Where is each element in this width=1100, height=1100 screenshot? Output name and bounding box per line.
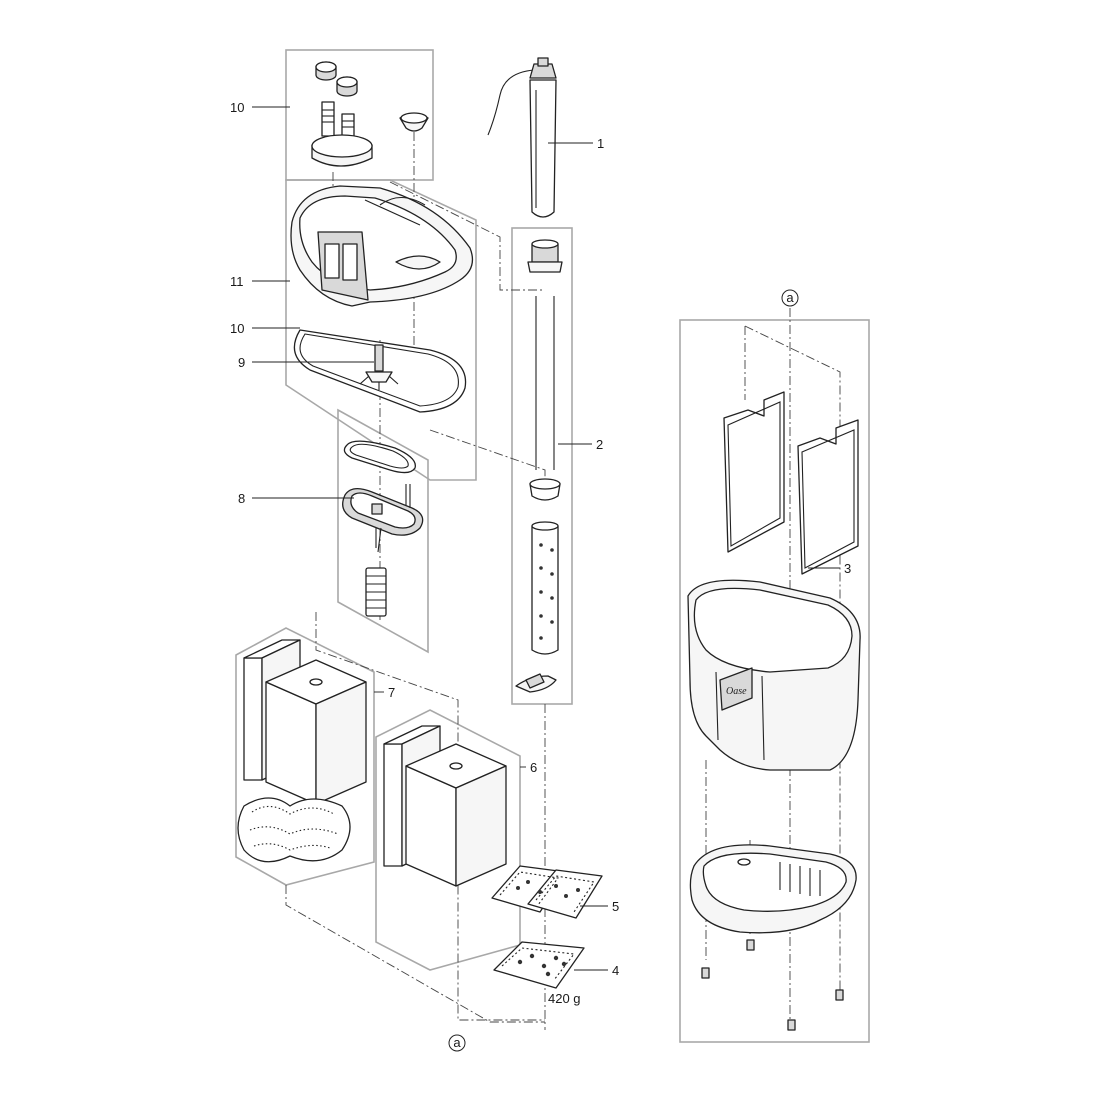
callout-7: 7 bbox=[388, 685, 395, 700]
heater-part bbox=[487, 57, 557, 218]
callout-2: 2 bbox=[596, 437, 603, 452]
media-basket-dividers-part bbox=[723, 391, 859, 575]
connector-caps-part bbox=[311, 61, 429, 167]
weight-label: 420 g bbox=[548, 991, 581, 1006]
canister-base-part bbox=[689, 844, 857, 934]
screws-part bbox=[701, 939, 844, 1031]
callout-10-top: 10 bbox=[230, 100, 244, 115]
activated-carbon-bag-part bbox=[493, 941, 585, 989]
pump-head-lid-part bbox=[290, 185, 474, 307]
callout-6: 6 bbox=[530, 760, 537, 775]
box-group-3-housing bbox=[679, 319, 870, 1043]
callout-4: 4 bbox=[612, 963, 619, 978]
callout-10-gasket: 10 bbox=[230, 321, 244, 336]
marker-label: a bbox=[453, 1035, 461, 1050]
filter-media-bags-part bbox=[491, 865, 603, 919]
intake-tube-part bbox=[529, 296, 561, 501]
fine-sponge-part bbox=[265, 659, 367, 805]
callout-leaders bbox=[252, 106, 840, 971]
marker-label: a bbox=[786, 290, 794, 305]
box-group-11-lid bbox=[285, 179, 477, 481]
strainer-tube-part bbox=[515, 521, 559, 693]
fine-sponge-2-part bbox=[405, 743, 507, 887]
callout-8: 8 bbox=[238, 491, 245, 506]
filter-wool-part bbox=[237, 797, 351, 863]
spring-part bbox=[365, 567, 387, 617]
box-group-8-pump bbox=[337, 408, 429, 654]
callout-9: 9 bbox=[238, 355, 245, 370]
brand-mark: Oase bbox=[726, 686, 747, 697]
seal-ring-part bbox=[343, 440, 416, 474]
callout-11: 11 bbox=[230, 274, 244, 289]
callout-3: 3 bbox=[844, 561, 851, 576]
box-group-7-sponges bbox=[235, 627, 375, 886]
tube-fitting-part bbox=[527, 239, 563, 273]
pump-base-part bbox=[342, 484, 424, 553]
callout-1: 1 bbox=[597, 136, 604, 151]
box-group-2-tubes bbox=[511, 227, 573, 705]
connector-marker-right: a bbox=[781, 289, 799, 307]
filter-canister-part: Oase bbox=[687, 579, 861, 771]
impeller-part bbox=[359, 344, 399, 390]
callout-5: 5 bbox=[612, 899, 619, 914]
connector-marker-bottom: a bbox=[448, 1034, 466, 1052]
